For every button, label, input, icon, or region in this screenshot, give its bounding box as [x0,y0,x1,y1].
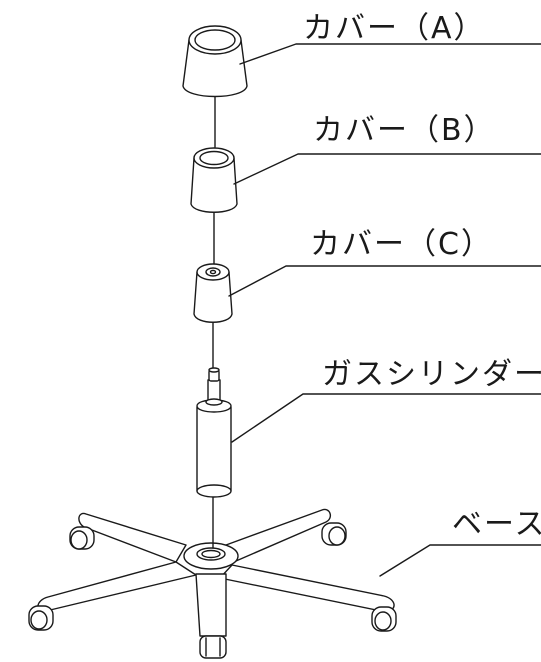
assembly-axis-lines [212,95,216,549]
caster-front [199,635,227,659]
label-cover-c: カバー（C） [310,227,493,262]
leader-line-base [379,544,541,577]
cover-a-part [182,25,248,98]
label-gas-cylinder: ガスシリンダー [322,357,541,392]
base-leg-lower-right [219,564,395,613]
base-leg-front [195,573,227,637]
label-cover-a: カバー（A） [303,11,486,46]
caster-lower-left [28,605,54,631]
leader-lines [228,43,541,577]
caster-upper-left [69,526,95,550]
leader-line-cover-c [228,265,541,297]
label-cover-b: カバー（B） [313,113,496,148]
cover-c-part [193,263,233,323]
leader-line-cover-a [239,43,541,65]
base-socket-inner [201,549,221,559]
caster-upper-right [321,522,347,546]
gas-cylinder-part [196,367,232,498]
cover-b-part [190,147,238,213]
base-leg-upper-right [225,508,332,562]
leader-line-cover-b [233,153,541,185]
base-leg-upper-left [78,512,187,563]
label-base: ベース [452,507,541,542]
caster-lower-right [371,606,397,632]
base-part [28,508,397,659]
leader-line-gas-cylinder [231,393,541,443]
base-leg-lower-left [37,561,197,612]
